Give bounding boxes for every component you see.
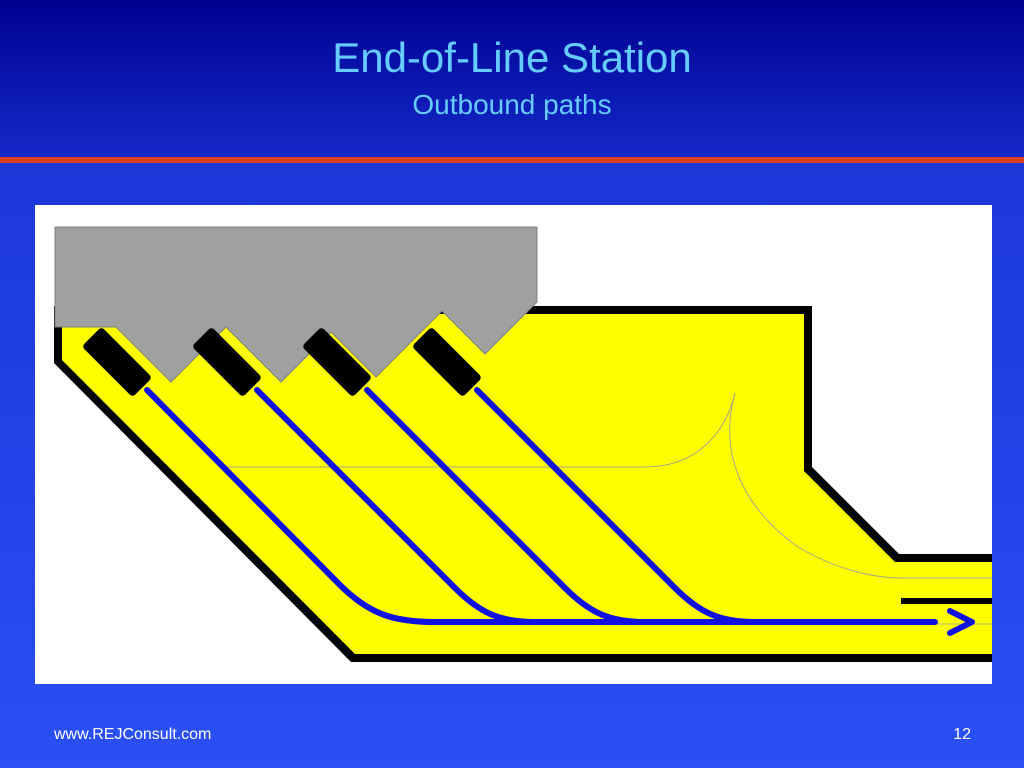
- slide-header: [0, 0, 1024, 157]
- vehicle-2: [193, 328, 261, 396]
- outbound-path-2: [254, 387, 538, 625]
- header-divider: [0, 157, 1024, 163]
- outbound-paths: [144, 387, 938, 625]
- station-diagram: [35, 205, 992, 684]
- vehicle-3: [303, 328, 371, 396]
- outbound-arrow-head: [947, 608, 975, 636]
- slide-title: End-of-Line Station: [332, 34, 692, 81]
- vehicle-1: [83, 328, 151, 396]
- page-number: 12: [953, 726, 971, 743]
- station-building: [54, 226, 538, 383]
- station-floor: [62, 314, 992, 654]
- footer-url: www.REJConsult.com: [54, 726, 212, 743]
- slide-subtitle: Outbound paths: [412, 89, 612, 120]
- outbound-path-1: [144, 387, 938, 625]
- exit-lane-divider: [901, 598, 992, 604]
- vehicle-4: [413, 328, 481, 396]
- outbound-path-4: [474, 387, 758, 625]
- vehicles: [83, 328, 481, 396]
- outbound-path-3: [364, 387, 648, 625]
- guide-curve-horizontal: [225, 392, 736, 468]
- guide-curve-exit: [729, 392, 902, 579]
- station-diagram-svg: [54, 226, 992, 662]
